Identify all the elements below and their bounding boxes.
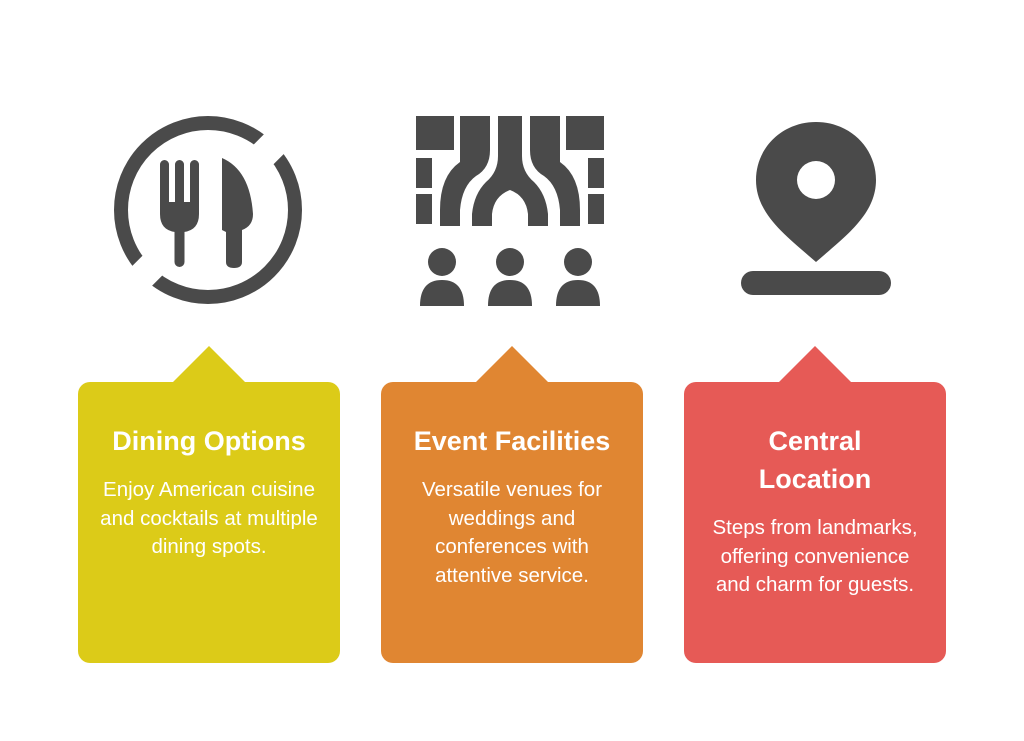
card-event-facilities: Event Facilities Versatile venues for we… [381, 346, 643, 663]
card-central-location: Central Location Steps from landmarks, o… [684, 346, 946, 663]
card-title: Central Location [758, 426, 872, 494]
card-title: Event Facilities [413, 426, 611, 456]
card-description: Enjoy American cuisine and cocktails at … [100, 478, 318, 558]
card-description: Steps from landmarks, offering convenien… [712, 516, 918, 596]
card-title: Dining Options [112, 426, 306, 456]
event-venue-icon [410, 110, 610, 310]
dining-icon [108, 110, 308, 310]
location-pin-icon [716, 110, 916, 310]
card-dining-options: Dining Options Enjoy American cuisine an… [78, 346, 340, 663]
card-description: Versatile venues for weddings and confer… [421, 478, 603, 587]
